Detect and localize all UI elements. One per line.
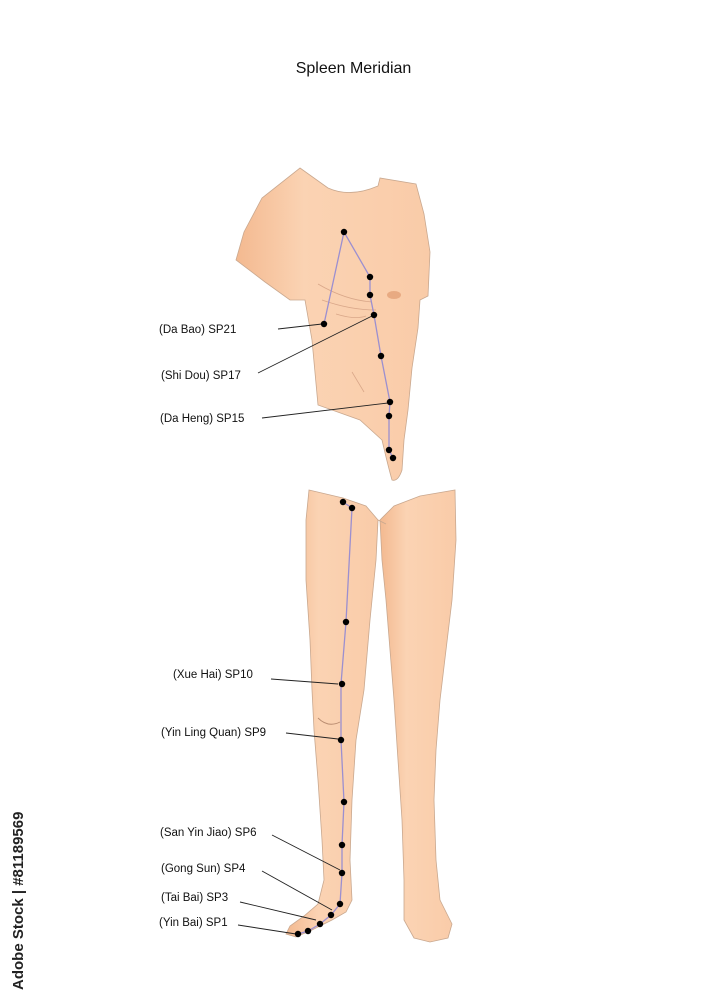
chest-line	[321, 299, 377, 311]
acupoint	[366, 291, 374, 299]
leader-line-sp17	[257, 315, 373, 374]
leader-line-sp10	[270, 678, 339, 685]
chest-line	[317, 283, 373, 303]
leader-line-sp3	[239, 901, 317, 921]
right-leg	[285, 489, 379, 938]
label-sp15: (Da Heng) SP15	[160, 413, 244, 425]
torso-meridian-line	[323, 230, 394, 459]
acupoint	[340, 228, 348, 236]
label-sp10: (Xue Hai) SP10	[173, 669, 253, 681]
torso	[235, 167, 431, 481]
acupoint	[338, 841, 346, 849]
nipple	[387, 291, 401, 299]
rib-line	[335, 313, 367, 318]
acupoint	[385, 412, 393, 420]
crotch-line	[377, 519, 387, 525]
label-sp17: (Shi Dou) SP17	[161, 370, 241, 382]
leader-line-sp9	[285, 732, 339, 740]
acupoint	[377, 352, 385, 360]
left-leg	[379, 489, 457, 943]
label-sp6: (San Yin Jiao) SP6	[160, 827, 257, 839]
label-sp4: (Gong Sun) SP4	[161, 863, 246, 875]
acupoint-sp21	[320, 320, 328, 328]
torso-shape	[235, 167, 431, 481]
acupoint	[366, 273, 374, 281]
acupoint-sp1	[294, 930, 302, 938]
acupoint	[348, 504, 356, 512]
label-sp1: (Yin Bai) SP1	[159, 917, 228, 929]
leader-line-sp1	[237, 924, 297, 935]
acupoint-sp17	[370, 311, 378, 319]
acupoint	[339, 498, 347, 506]
label-sp9: (Yin Ling Quan) SP9	[161, 727, 266, 739]
acupoint-sp9	[337, 736, 345, 744]
acupoint	[336, 900, 344, 908]
leader-lines	[237, 315, 389, 935]
leader-line-sp15	[261, 402, 389, 419]
acupoint	[340, 798, 348, 806]
acupoint	[342, 618, 350, 626]
acupoint-sp6	[338, 869, 346, 877]
acupoint	[304, 927, 312, 935]
acupoint-sp3	[316, 920, 324, 928]
acupoint-sp4	[327, 911, 335, 919]
acupoint-sp15	[386, 398, 394, 406]
label-sp3: (Tai Bai) SP3	[161, 892, 228, 904]
acupoints	[294, 228, 397, 938]
diagram-title: Spleen Meridian	[295, 60, 412, 77]
leader-line-sp21	[277, 323, 323, 330]
watermark-text: Adobe Stock | #81189569	[10, 811, 27, 990]
point-labels: (Da Bao) SP21 (Shi Dou) SP17 (Da Heng) S…	[159, 324, 266, 929]
leader-line-sp4	[261, 870, 333, 911]
legs	[285, 489, 457, 943]
abdomen-line	[351, 371, 365, 393]
acupoint	[385, 446, 393, 454]
label-sp21: (Da Bao) SP21	[159, 324, 236, 336]
acupoint-sp10	[338, 680, 346, 688]
stock-watermark: Adobe Stock | #81189569	[8, 770, 36, 990]
leader-line-sp6	[271, 834, 341, 871]
knee-line	[317, 717, 341, 725]
acupoint	[389, 454, 397, 462]
